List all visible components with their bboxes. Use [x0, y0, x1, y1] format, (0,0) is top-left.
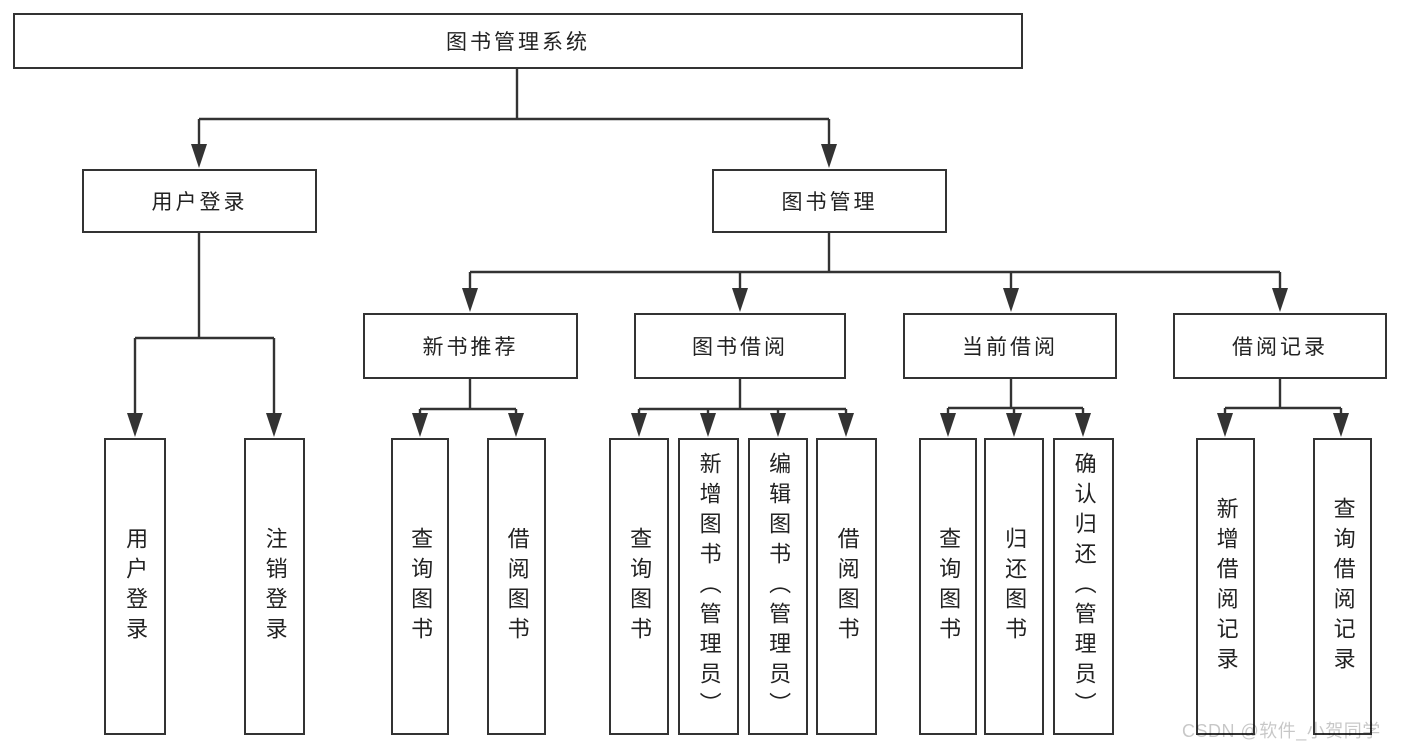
- arrow-down-icon: [1006, 413, 1022, 437]
- connector-book-borrow-branch: [637, 379, 848, 422]
- arrow-down-icon: [700, 413, 716, 437]
- leaf-label: 查询借阅记录: [1330, 496, 1356, 677]
- node-book-management: 图书管理: [712, 169, 947, 233]
- node-label: 图书管理: [781, 191, 878, 214]
- leaf-confirm-return-admin: 确认归还（管理员）: [1053, 438, 1114, 735]
- arrow-down-icon: [770, 413, 786, 437]
- leaf-label: 注销登录: [262, 526, 288, 647]
- leaf-add-books-admin: 新增图书（管理员）: [678, 438, 739, 735]
- node-label: 新书推荐: [422, 336, 519, 359]
- leaf-borrow-books-recommend: 借阅图书: [487, 438, 546, 735]
- arrow-down-icon: [821, 144, 837, 168]
- arrow-down-icon: [1272, 288, 1288, 312]
- connector-borrow-record-branch: [1223, 379, 1343, 422]
- leaf-edit-books-admin: 编辑图书（管理员）: [748, 438, 808, 735]
- node-label: 图书借阅: [692, 336, 788, 359]
- leaf-query-borrow-record: 查询借阅记录: [1313, 438, 1372, 735]
- node-label: 借阅记录: [1232, 336, 1328, 359]
- leaf-label: 确认归还（管理员）: [1071, 451, 1097, 722]
- arrow-down-icon: [1075, 413, 1091, 437]
- arrow-down-icon: [1003, 288, 1019, 312]
- arrowheads: [127, 144, 1349, 437]
- leaf-label: 查询图书: [627, 526, 653, 647]
- leaf-query-books-recommend: 查询图书: [391, 438, 449, 735]
- arrow-down-icon: [732, 288, 748, 312]
- leaf-add-borrow-record: 新增借阅记录: [1196, 438, 1255, 735]
- leaf-label: 用户登录: [123, 526, 149, 647]
- node-label: 图书管理系统: [446, 31, 590, 54]
- leaf-query-books-current: 查询图书: [919, 438, 977, 735]
- leaf-label: 借阅图书: [504, 526, 530, 647]
- node-user-login: 用户登录: [82, 169, 317, 233]
- node-label: 用户登录: [151, 191, 248, 214]
- connector-book-management-branch: [468, 233, 1282, 296]
- arrow-down-icon: [127, 413, 143, 437]
- connector-root-to-level2: [197, 69, 831, 152]
- node-new-book-recommendation: 新书推荐: [363, 313, 578, 379]
- connector-user-login-branch: [133, 233, 276, 422]
- leaf-label: 查询图书: [936, 526, 962, 647]
- leaf-logout: 注销登录: [244, 438, 305, 735]
- arrow-down-icon: [940, 413, 956, 437]
- leaf-label: 查询图书: [408, 526, 434, 647]
- arrow-down-icon: [191, 144, 207, 168]
- arrow-down-icon: [1217, 413, 1233, 437]
- leaf-label: 编辑图书（管理员）: [766, 451, 792, 722]
- arrow-down-icon: [412, 413, 428, 437]
- node-borrowing-records: 借阅记录: [1173, 313, 1387, 379]
- leaf-label: 归还图书: [1002, 526, 1028, 647]
- leaf-query-books-borrowing: 查询图书: [609, 438, 669, 735]
- node-label: 当前借阅: [962, 336, 1058, 359]
- csdn-watermark: CSDN @软件_小贺同学: [1182, 721, 1381, 741]
- arrow-down-icon: [631, 413, 647, 437]
- leaf-user-login: 用户登录: [104, 438, 166, 735]
- leaf-borrow-books-borrowing: 借阅图书: [816, 438, 877, 735]
- arrow-down-icon: [462, 288, 478, 312]
- leaf-label: 新增图书（管理员）: [696, 451, 722, 722]
- leaf-label: 借阅图书: [834, 526, 860, 647]
- arrow-down-icon: [266, 413, 282, 437]
- node-current-borrowing: 当前借阅: [903, 313, 1117, 379]
- connector-new-book-branch: [418, 379, 518, 422]
- leaf-label: 新增借阅记录: [1213, 496, 1239, 677]
- arrow-down-icon: [838, 413, 854, 437]
- arrow-down-icon: [508, 413, 524, 437]
- node-book-borrowing: 图书借阅: [634, 313, 846, 379]
- leaf-return-books: 归还图书: [984, 438, 1044, 735]
- arrow-down-icon: [1333, 413, 1349, 437]
- node-library-management-system: 图书管理系统: [13, 13, 1023, 69]
